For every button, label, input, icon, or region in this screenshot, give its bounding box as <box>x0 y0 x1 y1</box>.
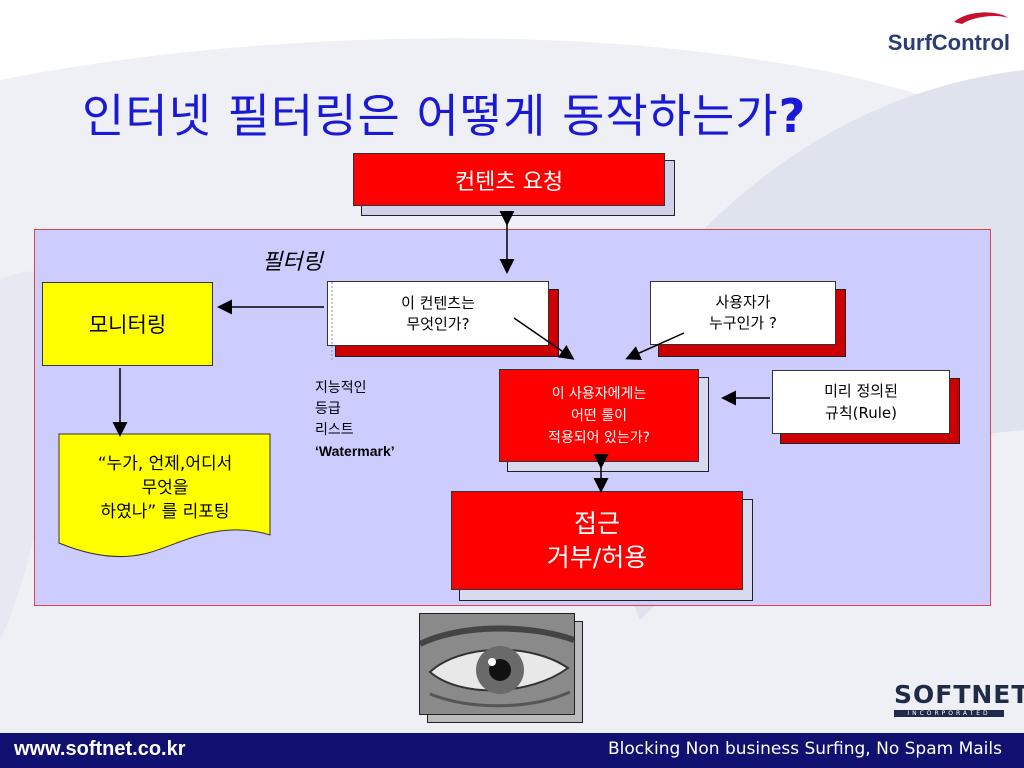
softnet-logo-text: SOFTNET <box>894 680 1024 709</box>
method-item: 지능적인 <box>315 380 367 396</box>
eye-image <box>419 613 575 715</box>
softnet-logo: SOFTNET INCORPORATED <box>894 680 1024 720</box>
footer-tagline: Blocking Non business Surfing, No Spam M… <box>608 739 1002 759</box>
report-document <box>58 433 271 558</box>
footer-bar <box>0 733 1024 768</box>
method-item: ‘Watermark’ <box>315 443 395 459</box>
method-list: 지능적인 등급 리스트 ‘Watermark’ <box>315 378 395 462</box>
content-request-box: 컨텐츠 요청 <box>353 153 665 206</box>
filtering-label: 필터링 <box>262 250 323 275</box>
monitoring-box: 모니터링 <box>42 282 213 366</box>
report-text: “누가, 언제,어디서 무엇을 하였나” 를 리포팅 <box>97 454 233 522</box>
method-item: 리스트 <box>315 422 354 438</box>
what-content-box: 이 컨텐츠는 무엇인가? <box>327 281 549 346</box>
surfcontrol-logo: SurfControl <box>876 8 1016 58</box>
page-title: 인터넷 필터링은 어떻게 동작하는가? <box>82 89 807 143</box>
predefined-rule-box: 미리 정의된 규칙(Rule) <box>772 370 950 434</box>
surfcontrol-logo-text: SurfControl <box>887 30 1010 55</box>
who-user-box: 사용자가 누구인가 ? <box>650 281 836 345</box>
method-item: 등급 <box>315 401 341 417</box>
access-box: 접근 거부/허용 <box>451 491 743 590</box>
footer-url[interactable]: www.softnet.co.kr <box>14 738 186 760</box>
which-rule-box: 이 사용자에게는 어떤 룰이 적용되어 있는가? <box>499 369 699 462</box>
softnet-logo-subtext: INCORPORATED <box>894 710 1004 717</box>
